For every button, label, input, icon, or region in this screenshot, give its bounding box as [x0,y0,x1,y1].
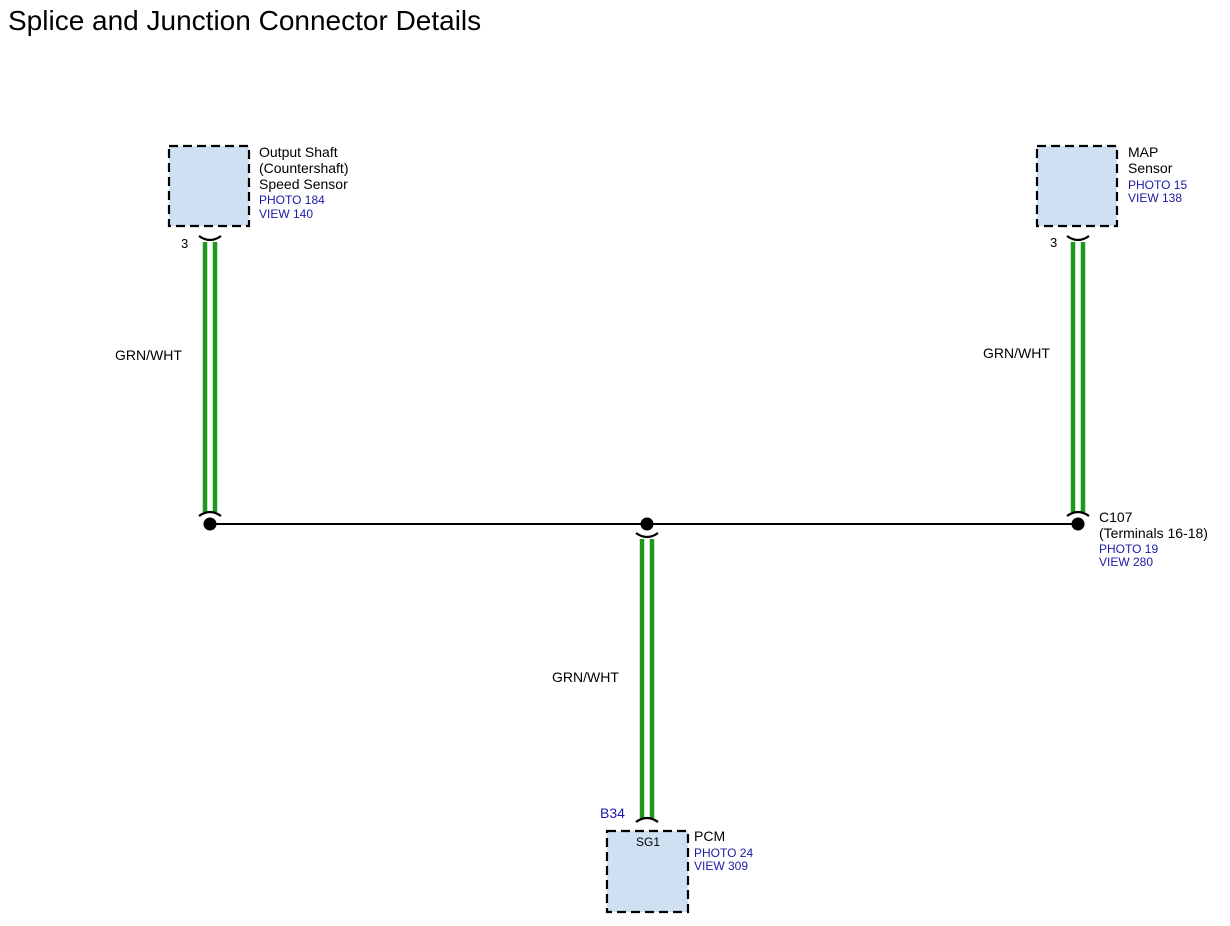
c107-connector[interactable]: C107 (Terminals 16-18) PHOTO 19 VIEW 280 [1099,509,1208,569]
left-wire-color-label: GRN/WHT [115,347,182,363]
right-wire-bottom-cap [1066,510,1090,517]
oss-view-link[interactable]: VIEW 140 [259,207,313,221]
oss-name-line-3: Speed Sensor [259,176,348,192]
map-terminal-cap [1066,235,1090,242]
right-wire[interactable] [1070,242,1086,512]
pcm-photo-link[interactable]: PHOTO 24 [694,846,753,860]
left-wire[interactable] [202,242,218,512]
right-junction-dot [1071,517,1085,531]
left-junction-dot [203,517,217,531]
output-shaft-speed-sensor[interactable]: Output Shaft (Countershaft) Speed Sensor… [167,144,348,251]
map-view-link[interactable]: VIEW 138 [1128,191,1182,205]
map-sensor[interactable]: MAP Sensor PHOTO 15 VIEW 138 3 [1035,144,1187,250]
oss-photo-link[interactable]: PHOTO 184 [259,193,325,207]
output-shaft-speed-sensor-box[interactable] [167,144,251,228]
splice-junction-dot [640,517,654,531]
bottom-wire-top-cap [635,532,659,539]
oss-terminal-cap [198,235,222,242]
left-wire-bottom-cap [198,510,222,517]
map-photo-link[interactable]: PHOTO 15 [1128,178,1187,192]
oss-pin-number: 3 [181,236,188,251]
oss-name-line-2: (Countershaft) [259,160,348,176]
pcm-name: PCM [694,828,725,844]
oss-name-line-1: Output Shaft [259,144,338,160]
map-sensor-box[interactable] [1035,144,1119,228]
c107-photo-link[interactable]: PHOTO 19 [1099,542,1158,556]
pcm-pin-label: SG1 [636,835,660,849]
map-name-line-2: Sensor [1128,160,1173,176]
right-wire-color-label: GRN/WHT [983,345,1050,361]
bottom-wire[interactable] [639,539,655,818]
page-title: Splice and Junction Connector Details [8,5,481,36]
map-name-line-1: MAP [1128,144,1158,160]
c107-name-line-2: (Terminals 16-18) [1099,525,1208,541]
pcm-connector-id: B34 [600,805,625,821]
map-pin-number: 3 [1050,235,1057,250]
bottom-wire-color-label: GRN/WHT [552,669,619,685]
pcm-terminal-cap [635,816,659,823]
pcm[interactable]: B34 SG1 PCM PHOTO 24 VIEW 309 [600,805,753,914]
pcm-view-link[interactable]: VIEW 309 [694,859,748,873]
pcm-box[interactable] [605,829,690,914]
c107-name-line-1: C107 [1099,509,1133,525]
c107-view-link[interactable]: VIEW 280 [1099,555,1153,569]
